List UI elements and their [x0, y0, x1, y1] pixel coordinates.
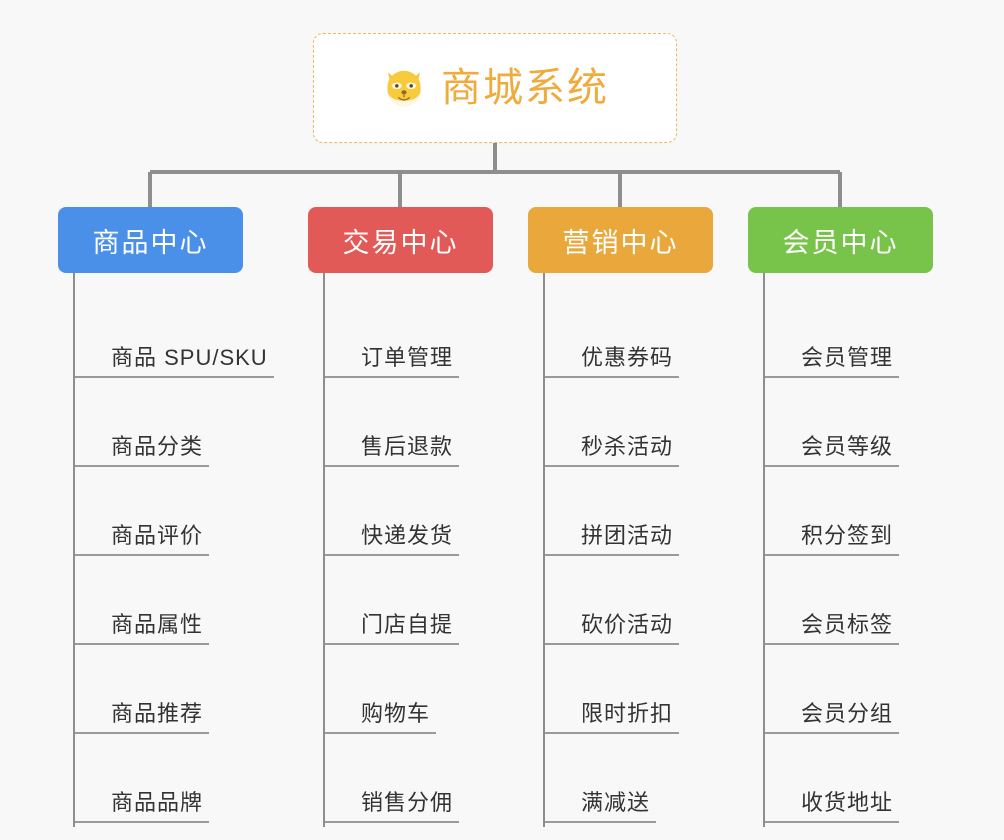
- root-title: 商城系统: [441, 66, 609, 110]
- leaf-item[interactable]: 订单管理: [325, 293, 460, 382]
- leaf-label: 会员管理: [765, 345, 900, 378]
- leaf-label: 订单管理: [325, 345, 460, 378]
- leaf-item[interactable]: 快递发货: [325, 471, 460, 560]
- leaf-item[interactable]: 会员分组: [765, 649, 900, 738]
- leaf-item[interactable]: 会员标签: [765, 560, 900, 649]
- category-node-0[interactable]: 商品中心: [58, 207, 243, 273]
- category-node-2[interactable]: 营销中心: [528, 207, 713, 273]
- root-node[interactable]: 商城系统: [313, 33, 677, 143]
- branch-marketing-center: 营销中心 优惠券码 秒杀活动 拼团活动 砍价活动 限时折扣 满减送: [528, 207, 748, 827]
- leaf-item[interactable]: 销售分佣: [325, 738, 460, 827]
- leaf-item[interactable]: 售后退款: [325, 382, 460, 471]
- leaf-item[interactable]: 满减送: [545, 738, 665, 827]
- leaf-label: 商品分类: [75, 434, 210, 467]
- leaf-item[interactable]: 积分签到: [765, 471, 900, 560]
- leaf-item[interactable]: 优惠券码: [545, 293, 680, 382]
- leaf-item[interactable]: 商品属性: [75, 560, 210, 649]
- leaf-label: 优惠券码: [545, 345, 680, 378]
- leaf-label: 商品 SPU/SKU: [75, 345, 274, 378]
- shiba-dog-icon: [387, 70, 421, 107]
- leaf-list-2: 优惠券码 秒杀活动 拼团活动 砍价活动 限时折扣 满减送: [543, 273, 748, 827]
- leaf-list-3: 会员管理 会员等级 积分签到 会员标签 会员分组 收货地址: [763, 273, 968, 827]
- leaf-label: 秒杀活动: [545, 434, 680, 467]
- leaf-label: 商品评价: [75, 523, 210, 556]
- category-label-3: 会员中心: [782, 227, 899, 258]
- leaf-item[interactable]: 限时折扣: [545, 649, 680, 738]
- leaf-list-0: 商品 SPU/SKU 商品分类 商品评价 商品属性 商品推荐 商品品牌: [73, 273, 278, 827]
- leaf-item[interactable]: 门店自提: [325, 560, 460, 649]
- leaf-label: 拼团活动: [545, 523, 680, 556]
- category-label-2: 营销中心: [562, 227, 679, 258]
- leaf-label: 收货地址: [765, 790, 900, 823]
- leaf-item[interactable]: 拼团活动: [545, 471, 680, 560]
- leaf-item[interactable]: 商品推荐: [75, 649, 210, 738]
- leaf-item[interactable]: 商品品牌: [75, 738, 210, 827]
- leaf-label: 限时折扣: [545, 701, 680, 734]
- category-node-1[interactable]: 交易中心: [308, 207, 493, 273]
- leaf-label: 门店自提: [325, 612, 460, 645]
- leaf-label: 商品属性: [75, 612, 210, 645]
- leaf-label: 商品推荐: [75, 701, 210, 734]
- leaf-label: 会员分组: [765, 701, 900, 734]
- leaf-item[interactable]: 砍价活动: [545, 560, 680, 649]
- leaf-label: 会员等级: [765, 434, 900, 467]
- leaf-label: 快递发货: [325, 523, 460, 556]
- branch-product-center: 商品中心 商品 SPU/SKU 商品分类 商品评价 商品属性 商品推荐 商品品牌: [58, 207, 278, 827]
- leaf-list-1: 订单管理 售后退款 快递发货 门店自提 购物车 销售分佣: [323, 273, 528, 827]
- leaf-item[interactable]: 会员管理: [765, 293, 900, 382]
- leaf-item[interactable]: 收货地址: [765, 738, 900, 827]
- leaf-item[interactable]: 商品 SPU/SKU: [75, 293, 274, 382]
- leaf-label: 商品品牌: [75, 790, 210, 823]
- branch-trade-center: 交易中心 订单管理 售后退款 快递发货 门店自提 购物车 销售分佣: [308, 207, 528, 827]
- leaf-item[interactable]: 秒杀活动: [545, 382, 680, 471]
- leaf-label: 会员标签: [765, 612, 900, 645]
- leaf-label: 积分签到: [765, 523, 900, 556]
- leaf-label: 售后退款: [325, 434, 460, 467]
- leaf-label: 销售分佣: [325, 790, 460, 823]
- category-label-1: 交易中心: [342, 227, 459, 258]
- branch-member-center: 会员中心 会员管理 会员等级 积分签到 会员标签 会员分组 收货地址: [748, 207, 968, 827]
- category-node-3[interactable]: 会员中心: [748, 207, 933, 273]
- leaf-item[interactable]: 会员等级: [765, 382, 900, 471]
- leaf-label: 满减送: [545, 790, 657, 823]
- leaf-label: 购物车: [325, 701, 437, 734]
- leaf-item[interactable]: 商品评价: [75, 471, 210, 560]
- leaf-label: 砍价活动: [545, 612, 680, 645]
- leaf-item[interactable]: 购物车: [325, 649, 445, 738]
- leaf-item[interactable]: 商品分类: [75, 382, 210, 471]
- category-label-0: 商品中心: [92, 227, 209, 258]
